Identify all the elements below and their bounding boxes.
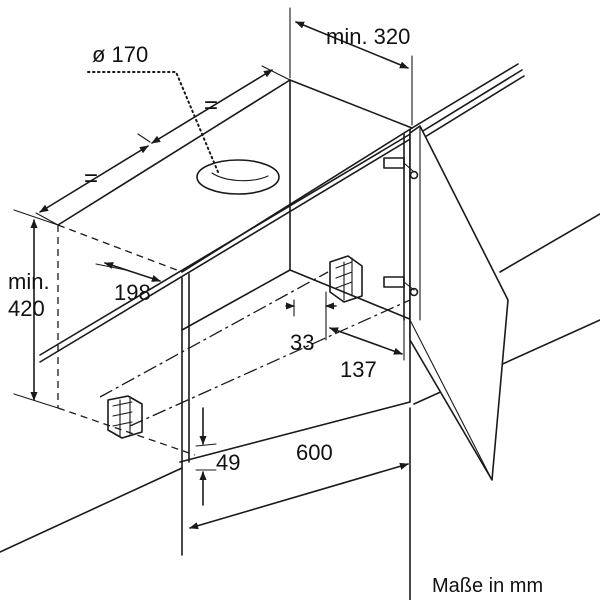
bracket-left xyxy=(107,395,143,439)
label-min-height-line1: min. xyxy=(8,269,50,294)
hood-outline xyxy=(57,224,411,456)
dim-width-600: 600 xyxy=(189,440,409,530)
cabinet-door xyxy=(409,125,509,481)
label-min-height-line2: 420 xyxy=(8,296,45,321)
label-offset-33: 33 xyxy=(290,330,314,355)
dim-min-height: min. 420 xyxy=(8,209,59,409)
label-offset-137: 137 xyxy=(340,357,377,382)
label-equal-left: = xyxy=(84,165,98,192)
bracket-right xyxy=(329,255,363,303)
dim-duct-diameter: ø 170 xyxy=(87,42,219,173)
dim-offset-33: 33 xyxy=(285,291,337,355)
hinge-upper xyxy=(383,157,419,180)
wall-rail xyxy=(411,63,600,273)
label-duct-diameter: ø 170 xyxy=(92,42,148,67)
dim-offset-198: 198 xyxy=(95,262,161,305)
label-offset-198: 198 xyxy=(114,280,151,305)
label-equal-right: = xyxy=(204,92,218,119)
duct-opening xyxy=(196,159,280,195)
hinge-lower xyxy=(383,276,419,297)
units-caption: Maße in mm xyxy=(432,575,543,597)
label-min-depth: min. 320 xyxy=(326,24,410,49)
dim-equal-split: = = xyxy=(35,65,291,226)
label-offset-49: 49 xyxy=(216,450,240,475)
dim-offset-137: 137 xyxy=(325,315,405,382)
label-width-600: 600 xyxy=(296,440,333,465)
cabinet xyxy=(39,79,413,556)
dim-min-depth: min. 320 xyxy=(289,7,413,126)
